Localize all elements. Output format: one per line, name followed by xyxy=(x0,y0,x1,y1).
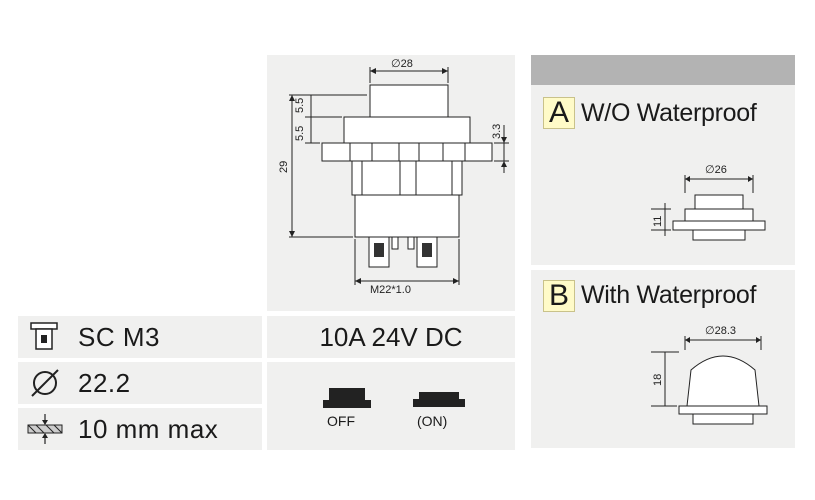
panel-thickness-icon xyxy=(27,414,63,444)
spec-row-terminal: SC M3 xyxy=(18,316,262,358)
variant-b-diameter: ∅28.3 xyxy=(705,325,736,337)
main-drawing-panel: ∅28 M22*1.0 29 5.5 5.5 3.3 xyxy=(267,55,515,311)
spec-panel-thickness-text: 10 mm max xyxy=(78,414,219,444)
variant-b-letter: B xyxy=(543,280,575,312)
dim-thread: M22*1.0 xyxy=(370,284,411,296)
dim-diameter-28: ∅28 xyxy=(391,58,413,70)
on-state-icon xyxy=(413,392,465,407)
dim-5-5-a: 5.5 xyxy=(294,98,306,113)
screw-terminal-icon xyxy=(30,322,58,350)
dim-3-3: 3.3 xyxy=(491,124,503,139)
spec-terminal-text: SC M3 xyxy=(78,322,160,352)
variant-a-drawing: ∅26 11 xyxy=(651,164,766,241)
variant-b-drawing: ∅28.3 18 xyxy=(651,325,768,425)
spec-row-diameter: 22.2 xyxy=(18,362,262,404)
on-label: (ON) xyxy=(417,413,448,429)
spec-row-panel-thickness: 10 mm max xyxy=(18,408,262,450)
state-panel: OFF (ON) xyxy=(267,362,515,450)
variant-a-panel: A W/O Waterproof ∅26 11 xyxy=(531,85,795,265)
variant-a-letter: A xyxy=(543,97,575,129)
variant-a-title: W/O Waterproof xyxy=(581,99,757,127)
diameter-icon xyxy=(31,369,59,397)
variant-b-height: 18 xyxy=(652,374,664,386)
variant-a-height: 11 xyxy=(652,216,664,227)
off-state-icon xyxy=(323,388,371,408)
variant-b-title: With Waterproof xyxy=(581,281,757,309)
switch-dimension-drawing: ∅28 M22*1.0 29 5.5 5.5 3.3 xyxy=(278,58,509,296)
variant-b-panel: B With Waterproof ∅28.3 18 xyxy=(531,270,795,448)
electrical-rating: 10A 24V DC xyxy=(319,322,463,352)
spec-diameter-text: 22.2 xyxy=(78,368,131,398)
rating-panel: 10A 24V DC xyxy=(267,316,515,358)
dim-5-5-b: 5.5 xyxy=(294,126,306,141)
dim-height-29: 29 xyxy=(278,161,290,173)
variants-header-bar xyxy=(531,55,795,85)
off-label: OFF xyxy=(327,413,355,429)
variant-a-diameter: ∅26 xyxy=(705,164,727,176)
